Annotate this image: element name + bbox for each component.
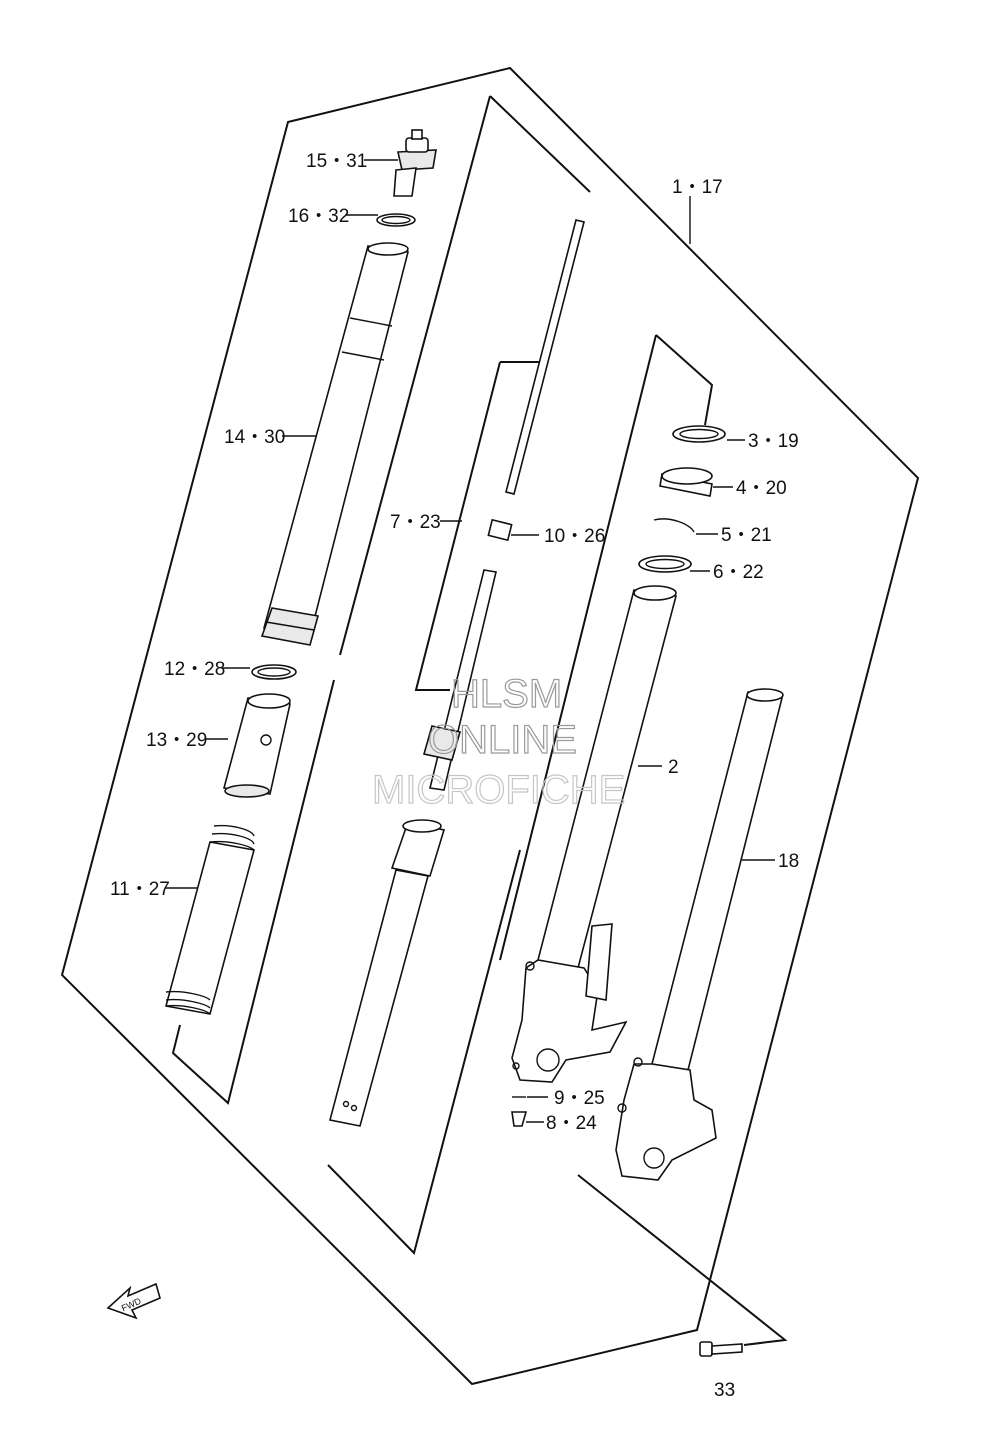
watermark-line-1: HLSM [451,672,562,716]
fork-spring-part [165,824,255,1015]
tube-frame-bottom [577,1174,788,1346]
callout-15-31: 15・31 [306,151,367,172]
outer-tube-part [511,585,678,1083]
callout-6-22: 6・22 [713,562,764,583]
callout-1-17: 1・17 [672,177,723,198]
spacer-collar-part [222,693,291,798]
watermark-line-3: MICROFICHE [372,768,625,812]
callout-33: 33 [714,1380,735,1401]
callout-9-25: 9・25 [554,1088,605,1109]
callout-18: 18 [778,851,799,872]
inner-tube-part [260,242,409,646]
outer-assembly-frame [60,66,920,1386]
damper-rod-part [329,219,585,1127]
axle-pinch-bolt-part [699,1341,743,1357]
damper-frame-bottom [327,849,521,1255]
callout-7-23: 7・23 [390,512,441,533]
drain-screw-part [511,1111,528,1127]
cap-bolt-part [393,129,437,197]
tube-frame-left [499,334,657,961]
callout-4-20: 4・20 [736,478,787,499]
callout-12-28: 12・28 [164,659,225,680]
callout-8-24: 8・24 [546,1113,597,1134]
callout-13-29: 13・29 [146,730,207,751]
watermark-line-2: ONLINE [428,718,577,762]
callout-2: 2 [668,757,679,778]
tube-frame-top [655,334,714,426]
fwd-arrow-icon: FWD [106,1282,161,1320]
inner-frame-left [339,95,491,656]
callout-3-19: 3・19 [748,431,799,452]
washer-part [638,555,692,573]
callout-10-26: 10・26 [544,526,605,547]
circlip-part [653,518,695,533]
dust-seal-part [672,425,726,443]
outer-tube-part-alt [615,688,784,1181]
callout-11-27: 11・27 [110,879,170,900]
inner-frame-top [489,95,591,193]
inner-frame-bottom [171,679,335,1105]
callout-16-32: 16・32 [288,206,349,227]
callout-14-30: 14・30 [224,427,285,448]
callout-5-21: 5・21 [721,525,772,546]
damper-frame-left [414,361,501,691]
